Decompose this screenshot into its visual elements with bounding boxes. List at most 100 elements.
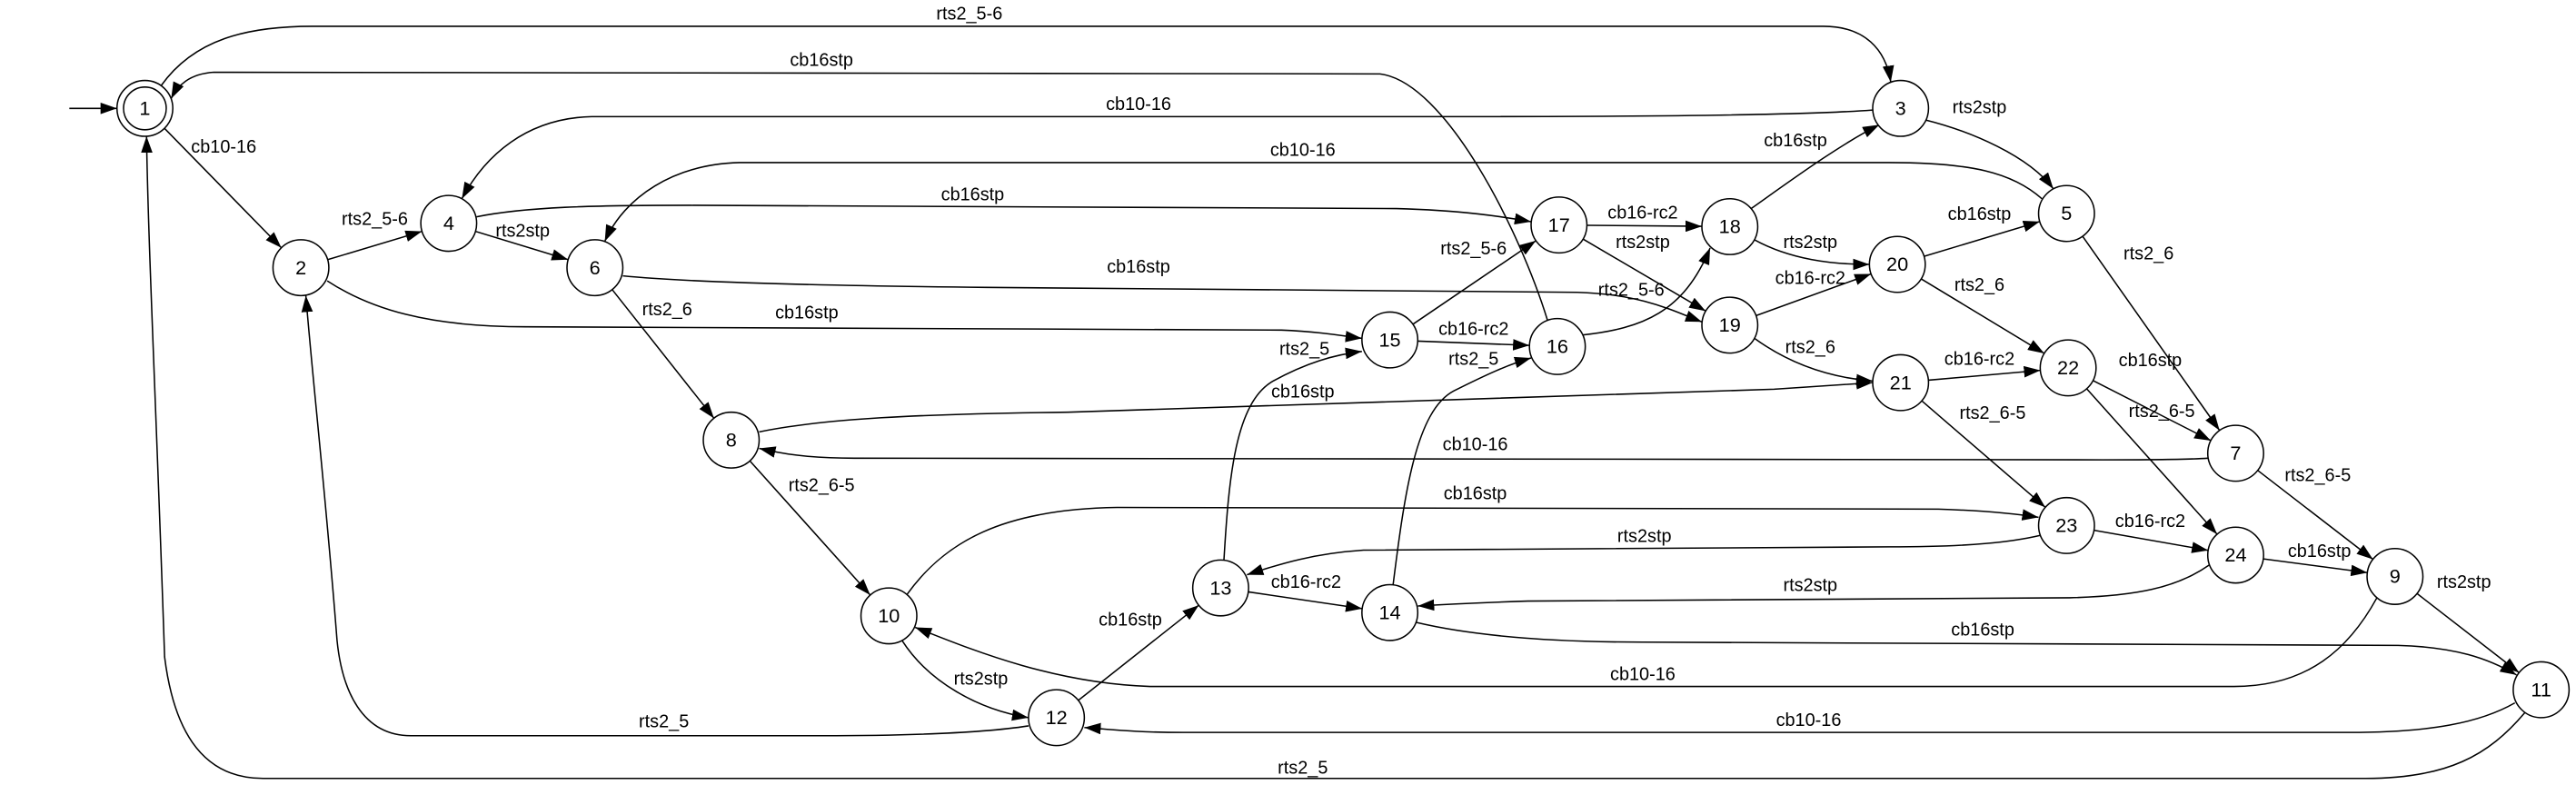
transition-9-11	[2416, 592, 2520, 673]
transition-13-14	[1248, 591, 1363, 612]
transition-label-14-11: cb16stp	[1951, 621, 2014, 641]
transition-19-21	[1754, 337, 1874, 386]
transition-label-8-10: rts2_6-5	[789, 475, 855, 495]
state-7: 7	[2206, 424, 2264, 482]
state-label: 24	[2224, 543, 2246, 566]
transition-10-12	[901, 640, 1029, 721]
transition-label-16-18: rts2_5-6	[1598, 280, 1665, 300]
state-11: 11	[2512, 661, 2571, 719]
transition-label-2-15: cb16stp	[775, 303, 839, 323]
state-22: 22	[2039, 339, 2097, 397]
state-label: 10	[878, 604, 900, 627]
transition-6-8	[612, 289, 715, 419]
state-circle	[272, 239, 330, 297]
transition-23-24	[2094, 529, 2209, 553]
state-circle	[2366, 547, 2424, 605]
transition-14-16	[1392, 356, 1532, 585]
state-16: 16	[1528, 317, 1586, 375]
transition-label-15-16: cb16-rc2	[1438, 320, 1508, 340]
transition-label-21-22: cb16-rc2	[1944, 349, 2014, 369]
state-18: 18	[1701, 197, 1759, 255]
state-circle	[566, 239, 624, 297]
state-label: 14	[1379, 601, 1401, 623]
transition-label-1-2: cb10-16	[191, 137, 256, 157]
transition-label-10-12: rts2stp	[954, 670, 1009, 690]
state-circle	[1028, 689, 1086, 747]
transition-label-18-3: cb16stp	[1764, 131, 1827, 151]
state-circle	[2206, 526, 2264, 584]
transition-24-14	[1417, 564, 2210, 611]
state-circle	[1872, 353, 1930, 412]
transition-10-23	[906, 506, 2039, 595]
state-label: 12	[1046, 706, 1068, 729]
transition-17-19	[1582, 238, 1706, 313]
state-label: 15	[1379, 328, 1401, 351]
state-circle	[860, 587, 918, 645]
state-circle	[1191, 559, 1249, 617]
state-8: 8	[702, 411, 761, 469]
transition-label-8-21: cb16stp	[1271, 382, 1335, 402]
transition-label-9-11: rts2stp	[2437, 572, 2491, 592]
transition-label-21-23: rts2_6-5	[1959, 403, 2025, 423]
transition-21-22	[1928, 365, 2041, 382]
state-label: 6	[590, 256, 601, 279]
transition-label-22-7: cb16stp	[2119, 351, 2183, 371]
transition-16-18	[1581, 247, 1711, 336]
state-5: 5	[2037, 184, 2095, 243]
transition-2-4	[327, 230, 423, 261]
state-circle	[1528, 317, 1586, 375]
transition-label-17-18: cb16-rc2	[1607, 203, 1677, 223]
state-3: 3	[1872, 79, 1930, 137]
transition-24-9	[2263, 558, 2368, 577]
transition-1-3	[160, 25, 1895, 86]
transition-1-2	[164, 127, 283, 249]
state-label: 22	[2057, 356, 2079, 379]
state-label: 16	[1547, 335, 1568, 358]
state-14: 14	[1361, 583, 1419, 641]
state-circle	[1701, 197, 1759, 255]
transition-label-10-23: cb16stp	[1444, 483, 1507, 503]
transition-20-22	[1920, 278, 2045, 354]
state-4: 4	[420, 194, 478, 253]
state-20: 20	[1868, 235, 1926, 293]
transition-7-8	[759, 446, 2208, 461]
transition-15-17	[1412, 240, 1537, 325]
state-circle	[1361, 583, 1419, 641]
transition-16-1	[170, 71, 1548, 321]
state-label: 4	[443, 212, 454, 234]
state-circle	[1872, 79, 1930, 137]
transition-label-22-24: rts2_6-5	[2129, 402, 2195, 422]
transition-label-11-12: cb10-16	[1776, 710, 1842, 730]
state-circle	[2512, 661, 2571, 719]
state-circle	[1530, 196, 1588, 254]
state-label: 19	[1719, 313, 1741, 336]
state-circle	[702, 411, 761, 469]
state-6: 6	[566, 239, 624, 297]
transition-5-6	[603, 162, 2043, 243]
state-circle	[420, 194, 478, 253]
state-label: 3	[1895, 97, 1906, 120]
transition-20-5	[1924, 220, 2041, 257]
transition-label-17-19: rts2stp	[1616, 233, 1670, 253]
transition-label-1-3: rts2_5-6	[936, 5, 1002, 25]
transition-7-9	[2257, 470, 2374, 561]
transition-3-5	[1925, 119, 2054, 190]
transition-label-9-10: cb10-16	[1610, 664, 1676, 684]
transition-label-14-16: rts2_5	[1448, 349, 1498, 369]
state-label: 11	[2531, 678, 2551, 701]
state-circle	[2037, 184, 2095, 243]
transition-label-24-14: rts2stp	[1783, 576, 1837, 596]
transition-2-15	[326, 280, 1362, 343]
transition-19-20	[1755, 273, 1872, 317]
accepting-state-ring	[123, 86, 167, 131]
state-label: 23	[2055, 514, 2077, 537]
state-label: 20	[1886, 253, 1908, 275]
state-21: 21	[1872, 353, 1930, 412]
transition-8-21	[759, 378, 1874, 433]
transition-label-16-1: cb16stp	[790, 50, 853, 70]
transition-11-12	[1084, 701, 2516, 735]
transition-label-6-8: rts2_6	[642, 300, 692, 320]
transition-label-4-17: cb16stp	[941, 185, 1005, 205]
transition-22-24	[2085, 388, 2218, 535]
